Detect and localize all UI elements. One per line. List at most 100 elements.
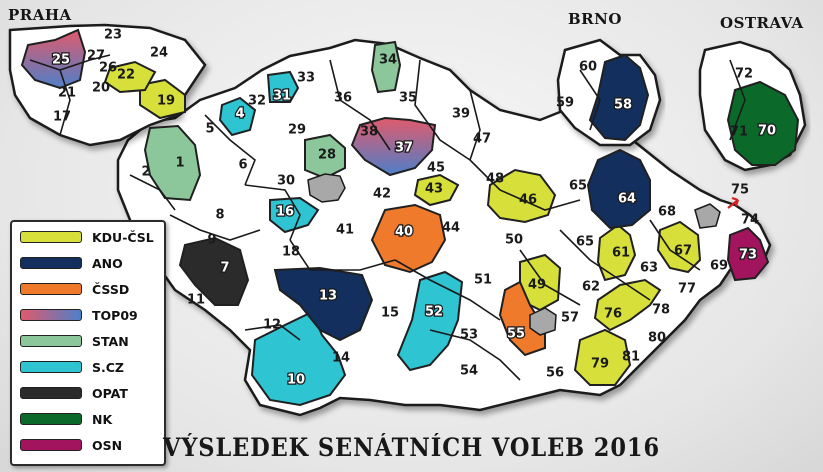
- legend-label: TOP09: [92, 307, 138, 323]
- district-57-label: 57: [561, 311, 579, 326]
- district-65-label: 65: [569, 179, 587, 194]
- district-15-label: 15: [381, 306, 399, 321]
- district-41-label: 41: [336, 223, 354, 238]
- district-65-label: 65: [576, 235, 594, 250]
- city-label-praha: PRAHA: [8, 6, 72, 24]
- district-55-shape: [498, 280, 546, 357]
- district-11-label: 11: [187, 293, 205, 308]
- district-31-shape: [266, 70, 300, 103]
- city-area-brno: [529, 307, 557, 336]
- district-1-label: 1: [175, 156, 184, 171]
- city-area-ostrava: [694, 203, 721, 229]
- legend-label: NK: [92, 411, 113, 427]
- arrow-marker-icon: [727, 196, 740, 209]
- legend: KDU-ČSL ANO ČSSD TOP09 STAN S.CZ OPAT N: [10, 220, 166, 466]
- district-80-label: 80: [648, 331, 666, 346]
- district-6-label: 6: [238, 158, 247, 173]
- city-area-praha: [307, 173, 346, 203]
- district-5-label: 5: [205, 122, 214, 137]
- district-10-label: 10: [287, 373, 305, 388]
- legend-label: OPAT: [92, 385, 128, 401]
- legend-item-cssd: ČSSD: [20, 278, 129, 300]
- district-37-label: 37: [395, 141, 413, 156]
- legend-item-nk: NK: [20, 408, 112, 430]
- legend-label: OSN: [92, 437, 123, 453]
- district-47-label: 47: [473, 132, 491, 147]
- district-73-shape: [726, 226, 770, 282]
- district-28-shape: [304, 133, 346, 180]
- district-70-label: 70: [758, 124, 776, 139]
- city-label-ostrava: OSTRAVA: [720, 14, 804, 32]
- district-43-label: 43: [425, 182, 443, 197]
- legend-label: STAN: [92, 333, 129, 349]
- city-label-brno: BRNO: [568, 10, 622, 28]
- district-62-label: 62: [582, 280, 600, 295]
- district-24-label: 24: [150, 46, 168, 61]
- district-52-shape: [396, 270, 464, 372]
- district-48-label: 48: [486, 172, 504, 187]
- district-51-label: 51: [474, 273, 492, 288]
- district-78-label: 78: [652, 303, 670, 318]
- district-4-label: 4: [235, 107, 244, 122]
- district-19-label: 19: [157, 94, 175, 109]
- district-63-label: 63: [640, 261, 658, 276]
- legend-swatch: [20, 231, 82, 243]
- district-76-shape: [593, 278, 662, 332]
- district-1-shape: [143, 124, 202, 202]
- legend-swatch: [20, 387, 82, 399]
- district-72-label: 72: [735, 67, 753, 82]
- district-61-label: 61: [612, 246, 630, 261]
- district-10-shape: [250, 310, 347, 407]
- district-2-label: 2: [141, 165, 150, 180]
- district-31-label: 31: [273, 89, 291, 104]
- district-79-label: 79: [591, 357, 609, 372]
- district-69-label: 69: [710, 259, 728, 274]
- district-28-label: 28: [318, 148, 336, 163]
- district-64-shape: [586, 148, 651, 230]
- legend-swatch: [20, 283, 82, 295]
- district-71-label: 71: [730, 125, 748, 140]
- legend-swatch: [20, 439, 82, 451]
- district-14-label: 14: [332, 351, 350, 366]
- district-21-label: 21: [58, 86, 76, 101]
- district-49-label: 49: [528, 278, 546, 293]
- district-borders: [29, 54, 746, 381]
- district-12-label: 12: [263, 318, 281, 333]
- legend-item-kdu-csl: KDU-ČSL: [20, 226, 154, 248]
- legend-label: ANO: [92, 255, 123, 271]
- district-43-shape: [413, 173, 460, 207]
- legend-item-top09: TOP09: [20, 304, 138, 326]
- district-77-label: 77: [678, 282, 696, 297]
- district-40-shape: [370, 203, 447, 274]
- district-36-label: 36: [334, 91, 352, 106]
- legend-item-osn: OSN: [20, 434, 122, 456]
- district-19-shape: [139, 78, 186, 120]
- district-44-label: 44: [442, 221, 460, 236]
- district-46-shape: [486, 168, 557, 224]
- legend-swatch: [20, 413, 82, 425]
- district-30-label: 30: [277, 174, 295, 189]
- district-56-label: 56: [546, 366, 564, 381]
- legend-item-scz: S.CZ: [20, 356, 124, 378]
- district-76-label: 76: [604, 307, 622, 322]
- district-16-label: 16: [276, 205, 294, 220]
- district-50-label: 50: [505, 233, 523, 248]
- legend-swatch: [20, 257, 82, 269]
- district-53-label: 53: [460, 328, 478, 343]
- district-75-label: 75: [731, 183, 749, 198]
- district-58-label: 58: [614, 98, 632, 113]
- district-29-label: 29: [288, 123, 306, 138]
- legend-item-ano: ANO: [20, 252, 123, 274]
- district-22-label: 22: [117, 68, 135, 83]
- district-59-label: 59: [556, 96, 574, 111]
- district-42-label: 42: [373, 187, 391, 202]
- district-13-shape: [273, 266, 374, 342]
- legend-label: KDU-ČSL: [92, 229, 154, 245]
- district-9-label: 9: [207, 233, 216, 248]
- district-18-label: 18: [282, 245, 300, 260]
- district-26-label: 26: [99, 61, 117, 76]
- legend-label: ČSSD: [92, 281, 130, 297]
- district-37-shape: [350, 116, 437, 177]
- district-38-label: 38: [360, 125, 378, 140]
